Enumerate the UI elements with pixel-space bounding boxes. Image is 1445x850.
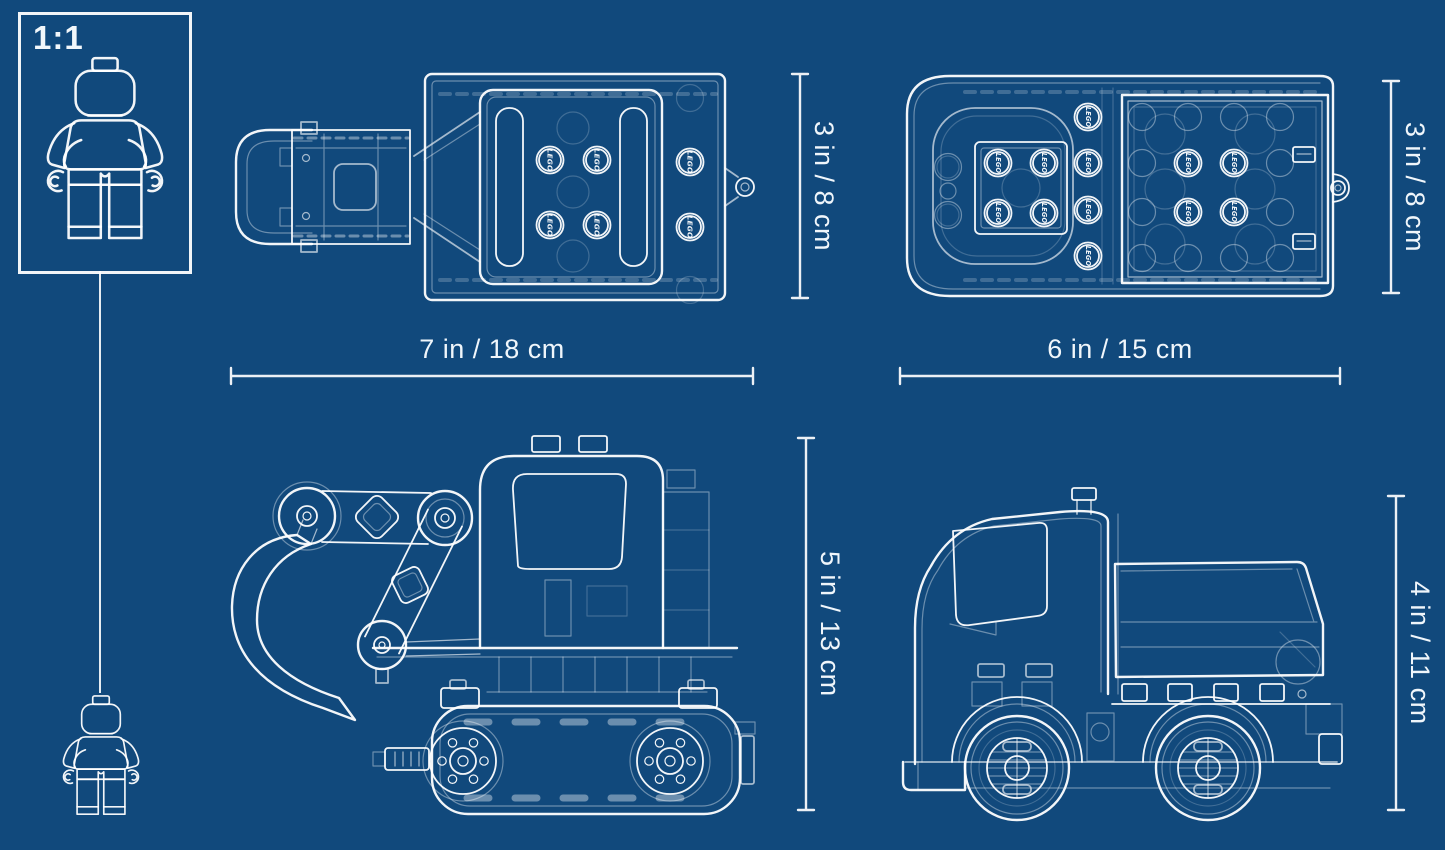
track-wheel bbox=[629, 720, 711, 802]
truck-wheel bbox=[1154, 714, 1262, 822]
stud-logo: LEGO bbox=[546, 149, 555, 172]
stud-logo: LEGO bbox=[1040, 153, 1048, 174]
stud-logo: LEGO bbox=[593, 214, 602, 237]
dimension-line-excavator-height bbox=[796, 436, 816, 812]
stud-logo: LEGO bbox=[1184, 202, 1192, 223]
truck-wheel bbox=[963, 714, 1071, 822]
stud-logo: LEGO bbox=[593, 149, 602, 172]
stud-logo: LEGO bbox=[1230, 202, 1238, 223]
track-wheel bbox=[422, 720, 504, 802]
scale-1to1-box: 1:1 bbox=[18, 12, 192, 274]
truck-side-view bbox=[901, 487, 1343, 822]
stud-logo: LEGO bbox=[1040, 203, 1048, 224]
minifigure-small-outline bbox=[62, 695, 140, 816]
dimension-label-truck-width: 6 in / 15 cm bbox=[1047, 334, 1193, 364]
stud-logo: LEGO bbox=[686, 151, 695, 174]
scale-ratio-label: 1:1 bbox=[33, 19, 84, 56]
dimension-line-truck-height bbox=[1386, 494, 1406, 812]
excavator-top-view: LEGO LEGO LEGO LEGO LEGO LEGO bbox=[234, 72, 755, 304]
dimension-label-excavator-depth: 3 in / 8 cm bbox=[809, 120, 839, 252]
stud-logo: LEGO bbox=[1084, 153, 1092, 174]
dimension-label-excavator-height: 5 in / 13 cm bbox=[815, 551, 845, 697]
dimension-line-excavator-depth bbox=[790, 72, 810, 300]
excavator-side-view bbox=[230, 435, 756, 816]
scale-connector-line bbox=[99, 271, 102, 693]
stud-logo: LEGO bbox=[994, 153, 1002, 174]
dimension-line-excavator-width bbox=[229, 366, 755, 386]
minifigure-large-outline bbox=[46, 56, 164, 240]
stud-logo: LEGO bbox=[1184, 153, 1192, 174]
dimension-label-excavator-width: 7 in / 18 cm bbox=[419, 334, 565, 364]
stud-logo: LEGO bbox=[1084, 107, 1092, 128]
stud-logo: LEGO bbox=[546, 214, 555, 237]
dimension-line-truck-depth bbox=[1381, 79, 1401, 295]
dimension-label-truck-depth: 3 in / 8 cm bbox=[1400, 121, 1430, 253]
dimension-label-truck-height: 4 in / 11 cm bbox=[1405, 581, 1435, 725]
stud-logo: LEGO bbox=[994, 203, 1002, 224]
stud-logo: LEGO bbox=[1230, 153, 1238, 174]
truck-top-view: LEGO LEGO LEGO LEGO LEGO LEGO LEGO LEGO … bbox=[905, 74, 1350, 298]
stud-logo: LEGO bbox=[686, 216, 695, 239]
stud-logo: LEGO bbox=[1084, 200, 1092, 221]
stud-logo: LEGO bbox=[1084, 246, 1092, 267]
dimension-line-truck-width bbox=[898, 366, 1342, 386]
